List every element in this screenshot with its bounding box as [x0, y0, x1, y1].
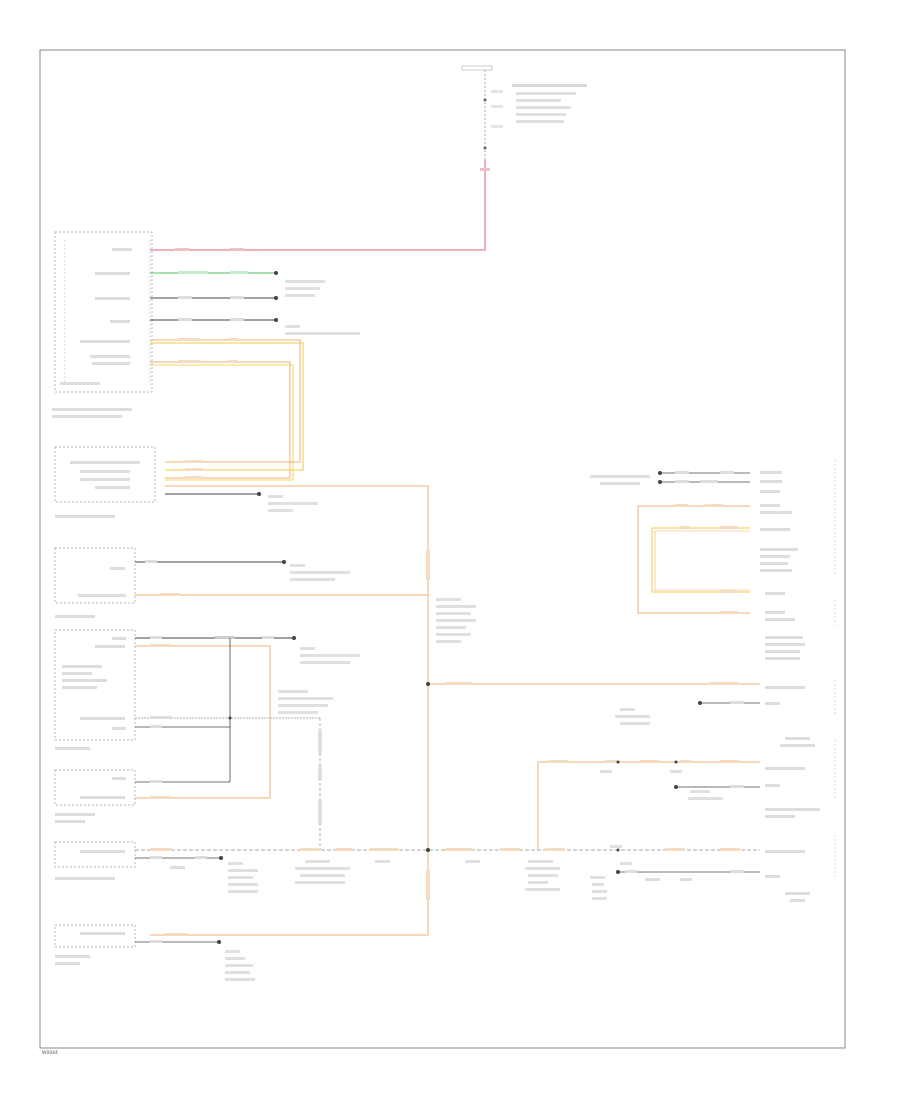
instrument-cluster	[54, 547, 136, 618]
rear-center-lamp	[54, 924, 136, 965]
diagram-border	[39, 49, 846, 1049]
glove-box-lamp	[765, 737, 836, 818]
climate-control	[54, 841, 136, 880]
body-control-module	[52, 231, 153, 418]
cup-holder-lamp	[54, 769, 136, 823]
headlamp-switch	[54, 446, 156, 518]
wire-yellow-dimming-2	[150, 364, 294, 481]
radio	[765, 835, 836, 902]
wire-orange-passenger-1	[637, 505, 750, 614]
passenger-window-switch	[760, 460, 836, 575]
hazard-switch	[54, 629, 136, 750]
wire-yellow-passenger	[651, 527, 750, 593]
wire-orange-panel-feed	[150, 485, 429, 936]
wire-orange-dimming-1	[150, 339, 301, 463]
wire-red-fuse-feed	[150, 160, 486, 251]
wire-orange-hazard	[135, 645, 271, 799]
power-outlet-switch	[765, 680, 836, 715]
wire-orange-passenger-2	[654, 530, 750, 591]
fuse-block	[461, 65, 587, 160]
wire-yellow-dimming-1	[150, 342, 304, 471]
wire-orange-dimming-2	[150, 361, 291, 479]
wire-orange-glove	[537, 761, 760, 850]
footer-code: W0044	[42, 1050, 58, 1056]
